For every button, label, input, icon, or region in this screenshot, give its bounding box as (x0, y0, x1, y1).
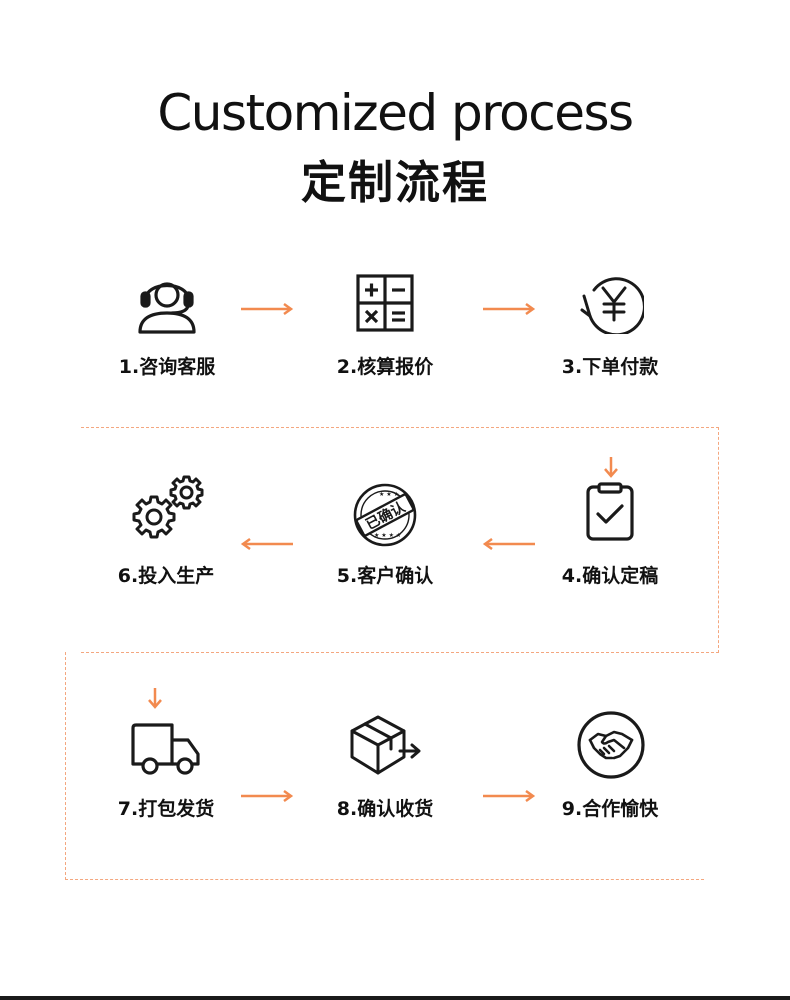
step-label: 5.客户确认 (336, 565, 434, 587)
title-chinese: 定制流程 (300, 156, 489, 209)
svg-text:★ ★ ★: ★ ★ ★ (379, 491, 399, 498)
arrow-down-icon (148, 688, 162, 709)
clipboard-check-icon (586, 482, 634, 541)
customer-service-headset-icon (138, 282, 196, 334)
package-received-icon (350, 715, 421, 775)
bottom-divider (0, 996, 790, 1000)
svg-text:★ ★ ★ ★: ★ ★ ★ ★ (374, 532, 401, 539)
flow-box-row-3 (65, 652, 704, 880)
step-label: 2.核算报价 (336, 356, 434, 378)
calculator-icon (356, 274, 414, 332)
handshake-icon (577, 711, 645, 779)
yuan-payment-icon (580, 277, 644, 334)
arrow-right-icon (483, 302, 536, 316)
delivery-truck-icon (131, 723, 200, 775)
step-label: 6.投入生产 (117, 565, 215, 587)
step-label: 4.确认定稿 (561, 565, 659, 587)
arrow-left-icon (240, 537, 293, 551)
step-label: 1.咨询客服 (118, 356, 216, 378)
flow-box-row-2 (81, 427, 719, 653)
gears-icon (132, 475, 204, 539)
confirmed-stamp-icon: ★ ★ ★ ★ ★ ★ ★ 已确认 (353, 483, 417, 547)
arrow-right-icon (241, 789, 294, 803)
step-label: 3.下单付款 (561, 356, 659, 378)
step-label: 8.确认收货 (336, 798, 434, 820)
step-label: 7.打包发货 (117, 798, 215, 820)
step-label: 9.合作愉快 (561, 798, 659, 820)
arrow-down-icon (604, 457, 618, 478)
arrow-left-icon (482, 537, 535, 551)
title-english: Customized process (157, 84, 634, 142)
arrow-right-icon (241, 302, 294, 316)
arrow-right-icon (483, 789, 536, 803)
